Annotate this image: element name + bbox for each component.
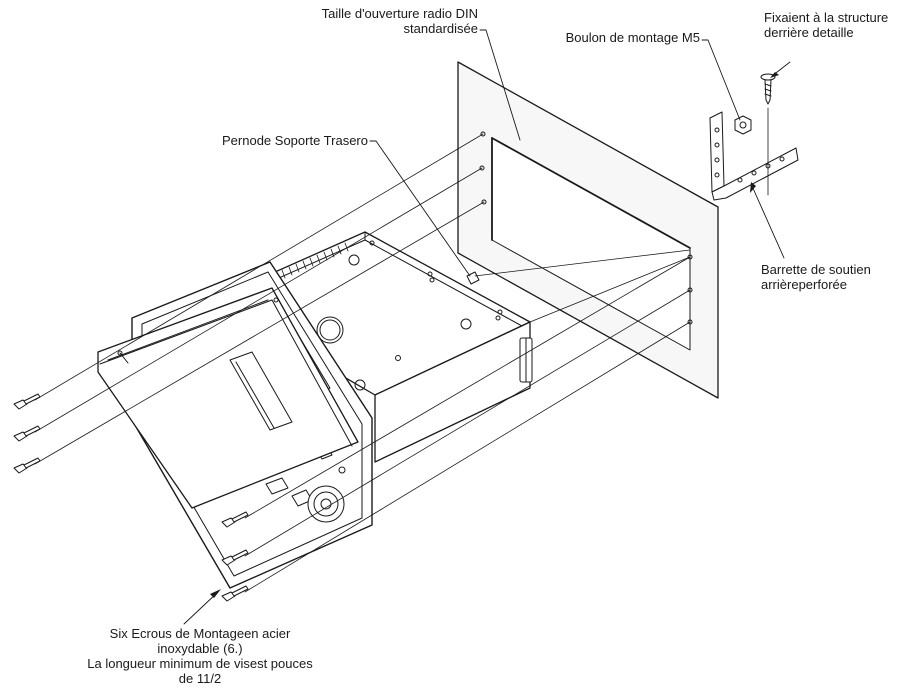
arrow-fixing-screw	[770, 72, 779, 78]
m5-bolt	[734, 115, 752, 135]
callout-leaders	[183, 29, 791, 625]
screw-3	[13, 457, 41, 474]
screw-1	[13, 393, 41, 410]
label-mount-bolt: Boulon de montage M5	[565, 30, 700, 45]
radio-chassis	[211, 231, 533, 463]
rear-support-bracket	[709, 111, 799, 201]
label-fix-structure: Fixaient à la structure derrière detaill…	[764, 10, 889, 40]
screw-2	[13, 425, 41, 442]
screw-5	[221, 549, 249, 566]
mounting-screws	[13, 393, 249, 602]
screw-6	[221, 585, 249, 602]
label-rear-bracket: Barrette de soutien arrièreperforée	[761, 262, 871, 292]
arrow-rear-bracket	[750, 182, 756, 193]
dashboard-panel	[457, 61, 719, 399]
fixing-screw	[760, 73, 776, 196]
alignment-lines	[34, 133, 691, 593]
face-plate	[97, 287, 359, 509]
label-din-opening: Taille d'ouverture radio DIN standardisé…	[321, 6, 478, 36]
arrow-screws	[210, 589, 221, 598]
label-screws-note: Six Ecrous de Montageen acier inoxydable…	[87, 626, 313, 686]
screw-4	[221, 511, 249, 528]
label-rear-pin: Pernode Soporte Trasero	[222, 133, 368, 148]
